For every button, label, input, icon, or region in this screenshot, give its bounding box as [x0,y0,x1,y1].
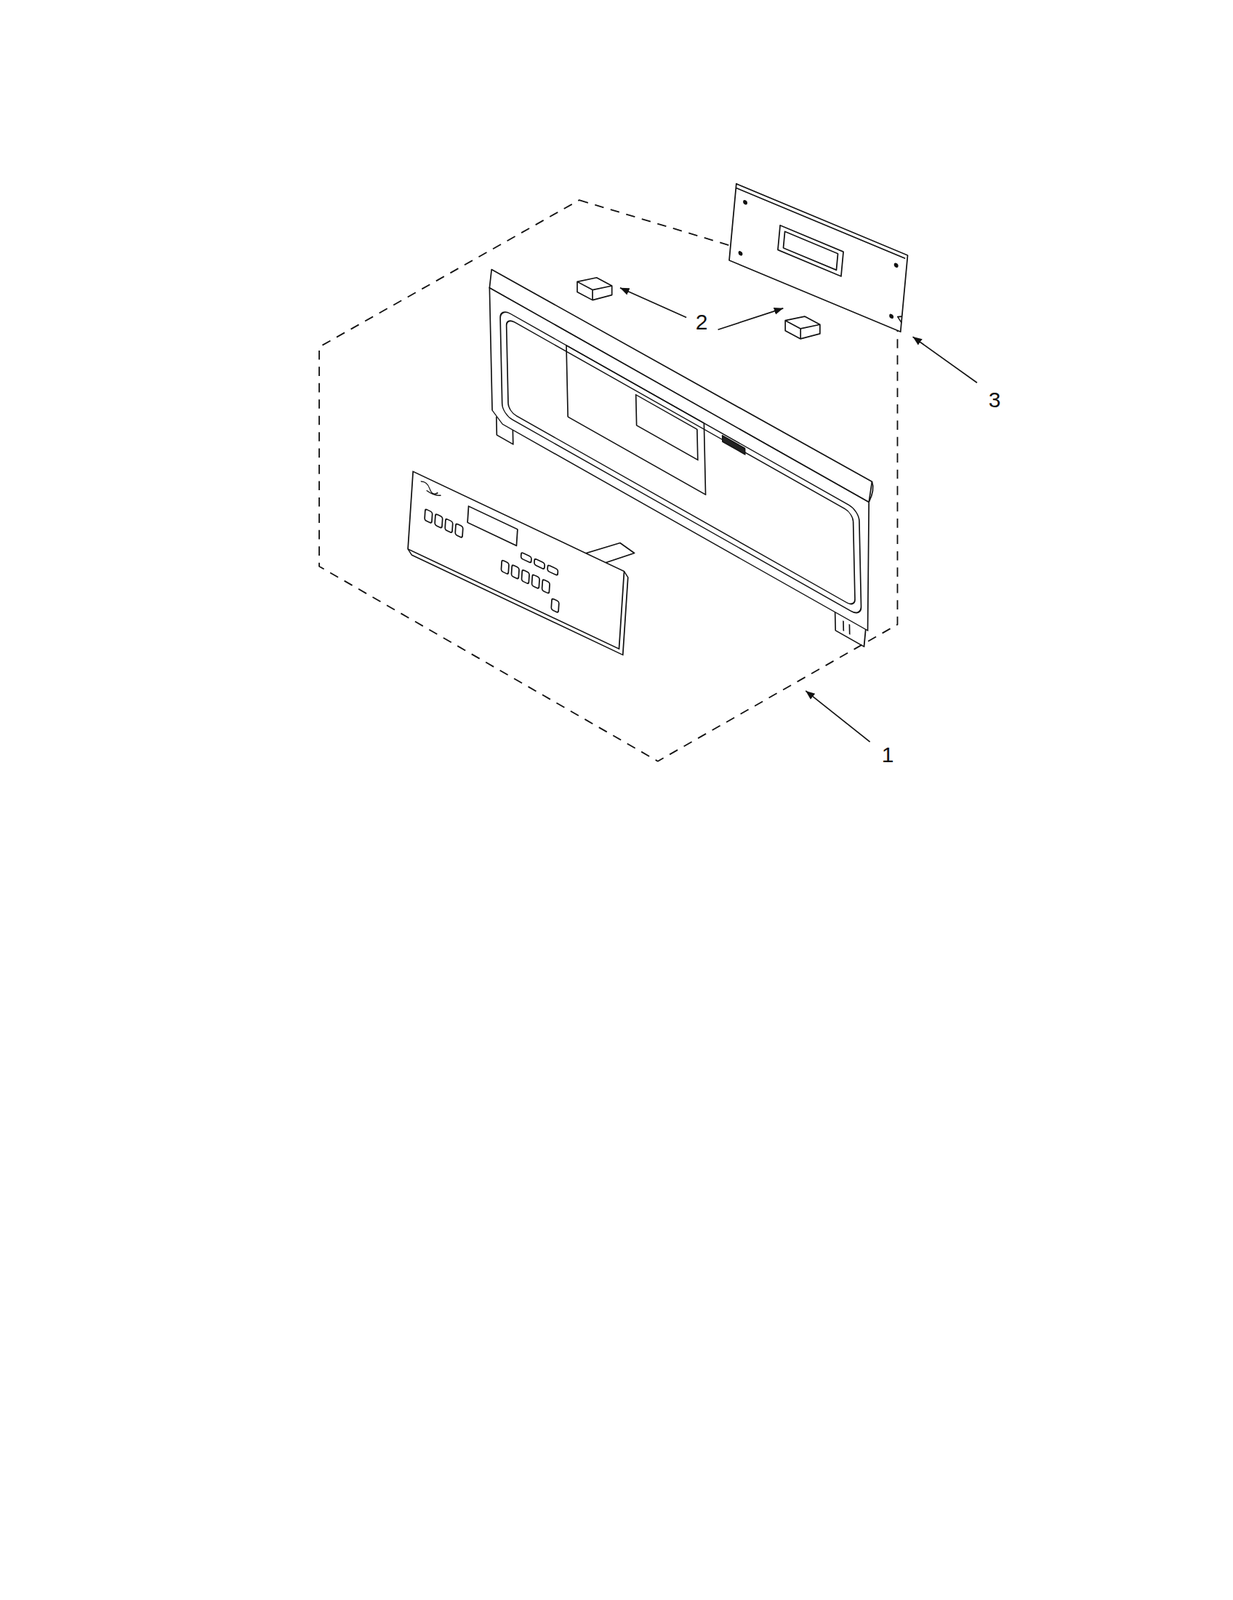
callout-number: 1 [880,743,896,766]
callout-number: 2 [694,311,710,333]
spacer-block [785,316,821,339]
leader-line [620,287,978,742]
keypad-overlay [407,471,629,655]
control-board [729,183,908,332]
spacer-block [577,277,613,301]
callout-number: 3 [987,388,1003,411]
